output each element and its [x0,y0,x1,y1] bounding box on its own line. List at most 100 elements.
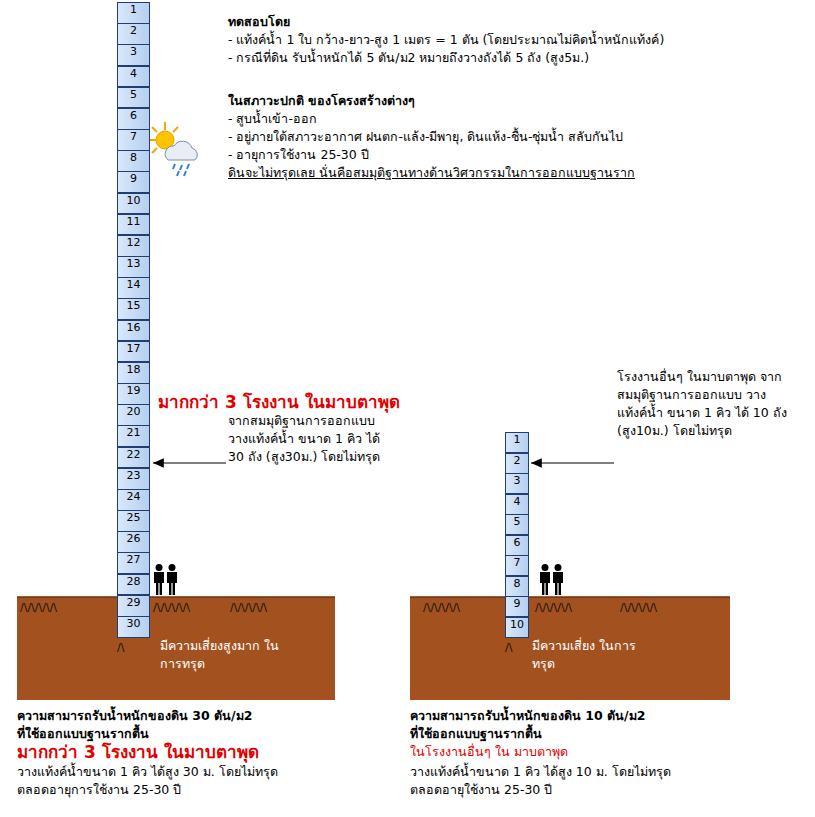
tank-box: 20 [117,404,150,426]
tank-number: 7 [118,130,149,143]
tank-number: 30 [118,617,149,630]
tank-box: 10 [117,193,150,215]
people-icon [154,564,563,595]
ground-mark: /\/\/\/\/\ [153,601,190,614]
tank-box: 1 [505,432,529,453]
highlight: ในโรงงานอื่นๆ ใน มาบตาพุด [410,743,568,761]
tank-number: 6 [118,109,149,122]
tank-box: 7 [117,129,150,151]
tank-box: 5 [505,514,529,535]
caption-heading: ที่ใช้ออกแบบฐานรากตื้น [17,725,149,743]
tank-box: 12 [117,235,150,257]
tank-box: 6 [117,108,150,130]
tank-box: 10 [505,617,529,638]
ground [410,597,730,700]
tank-number: 26 [118,532,149,545]
tank-number: 4 [506,495,528,508]
risk-label: มีความเสี่ยงสูงมาก ในการทรุด [160,637,300,673]
tank-number: 22 [118,448,149,461]
tank-number: 25 [118,511,149,524]
tank-number: 16 [118,321,149,334]
tank-box: 28 [117,574,150,596]
highlight: มากกว่า 3 โรงงาน ในมาบตาพุด [17,742,259,762]
tank-number: 24 [118,490,149,503]
tank-number: 27 [118,553,149,566]
tank-box: 24 [117,489,150,511]
note: ดินจะไม่ทรุดเลย นั่นคือสมมุติฐานทางด้านว… [228,164,635,182]
tank-number: 8 [506,577,528,590]
tank-box: 3 [117,44,150,66]
tank-number: 1 [506,433,528,446]
tank-number: 10 [506,618,528,631]
ground-line [410,596,730,598]
tank-number: 15 [118,299,149,312]
tank-number: 2 [118,24,149,37]
ground-line [17,596,335,598]
tank-box: 29 [117,595,150,617]
tank-number: 9 [506,597,528,610]
highlight: มากกว่า 3 โรงงาน ในมาบตาพุด [158,392,400,412]
tank-box: 5 [117,87,150,109]
note: - อายุการใช้งาน 25-30 ปี [228,146,369,164]
tank-box: 7 [505,555,529,576]
tank-box: 4 [117,66,150,88]
tank-number: 6 [506,536,528,549]
tank-box: 22 [117,447,150,469]
tank-box: 23 [117,468,150,490]
tank-number: 10 [118,194,149,207]
tank-number: 3 [118,45,149,58]
heading: ในสภาวะปกติ ของโครงสร้างต่างๆ [228,92,415,110]
tank-box: 2 [117,23,150,45]
leader-arrow [531,462,614,463]
ground-mark: /\ [117,641,124,654]
note: - สูบน้ำเข้า-ออก [228,110,317,128]
tank-number: 19 [118,384,149,397]
tank-number: 4 [118,67,149,80]
tank-box: 26 [117,531,150,553]
tank-number: 21 [118,426,149,439]
tank-box: 9 [117,171,150,193]
caption-text: วางแท้งค์น้ำขนาด 1 คิว ได้สูง 10 ม. โดยไ… [410,763,671,781]
caption-text: วางแท้งค์น้ำขนาด 1 คิว ได้สูง 30 ม. โดยไ… [17,763,278,781]
tank-box: 16 [117,320,150,342]
note: - กรณีที่ดิน รับน้ำหนักได้ 5 ตัน/ม2 หมาย… [228,49,589,67]
ground-mark: /\/\/\/\/\ [230,601,267,614]
tank-number: 7 [506,556,528,569]
risk-label: มีความเสี่ยง ในการทรุด [532,637,642,673]
caption-text: ตลอดอายุการใช้งาน 25-30 ปี [17,781,181,799]
caption-heading: ความสามารถรับน้ำหนักของดิน 10 ตัน/ม2 [410,707,645,725]
tank-box: 25 [117,510,150,532]
tank-number: 29 [118,596,149,609]
ground-mark: /\/\/\/\/\ [423,601,460,614]
tank-box: 11 [117,214,150,236]
tank-number: 11 [118,215,149,228]
tank-box: 6 [505,535,529,556]
tank-box: 1 [117,2,150,24]
heading: ทดสอบโดย [228,13,290,31]
tank-box: 4 [505,494,529,515]
caption-heading: ความสามารถรับน้ำหนักของดิน 30 ตัน/ม2 [17,707,252,725]
tank-box: 30 [117,616,150,638]
ground-mark: /\/\/\/\/\ [535,601,572,614]
ground-mark: /\/\/\/\/\ [620,601,657,614]
tank-box: 21 [117,425,150,447]
caption-text: ตลอดอายุใช้งาน 25-30 ปี [410,781,552,799]
tank-number: 12 [118,236,149,249]
note: - แท้งค์น้ำ 1 ใบ กว้าง-ยาว-สูง 1 เมตร = … [228,31,664,49]
tank-number: 23 [118,469,149,482]
tank-number: 14 [118,278,149,291]
tank-box: 18 [117,362,150,384]
tank-number: 9 [118,172,149,185]
tank-number: 18 [118,363,149,376]
tank-number: 5 [118,88,149,101]
leader-arrow [153,462,226,463]
ground-mark: /\ [505,641,512,654]
tank-number: 5 [506,515,528,528]
tank-number: 1 [118,3,149,16]
tank-box: 17 [117,341,150,363]
callout-text: โรงงานอื่นๆ ในมาบตาพุด จากสมมุติฐานการออ… [617,368,787,440]
tank-box: 8 [505,576,529,597]
tank-number: 17 [118,342,149,355]
weather-icon [148,122,197,176]
tank-number: 20 [118,405,149,418]
